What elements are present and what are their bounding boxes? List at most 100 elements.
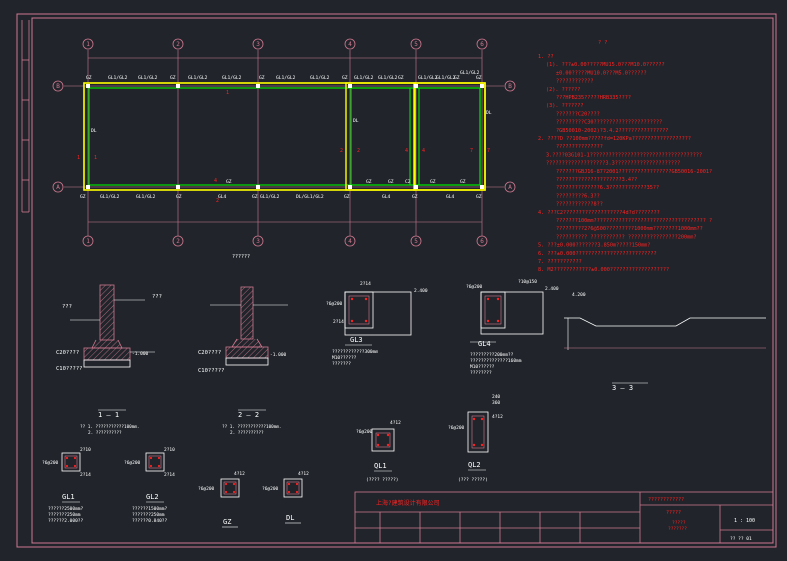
axis-top-3: 3 xyxy=(256,41,260,48)
ql2-sub: (??? ?????) xyxy=(458,477,488,483)
gl3-bar-bot: 2?14 xyxy=(333,319,344,325)
note-line: (2). ?????? xyxy=(546,87,580,93)
gl4-note2: ??????????????160mm xyxy=(470,358,522,364)
plan-mark-2: 1 xyxy=(94,155,97,161)
s2-c20: C20???? xyxy=(198,350,221,356)
gl3-detail xyxy=(344,291,412,346)
gz-bar: 4?12 xyxy=(234,471,245,477)
s1-note2: 2. ?????????? xyxy=(88,430,122,436)
plan-label-top-11: GL1/GL2 xyxy=(354,75,374,81)
note-line: ???HPB235?????HRB335???? xyxy=(556,95,631,101)
ql2-dim1: 240 xyxy=(492,394,500,400)
plan-mark-11: 2 xyxy=(216,198,219,204)
axis-top-5: 5 xyxy=(414,41,418,48)
gl4-bar: ?10@150 xyxy=(518,279,537,285)
gl4-note4: ???????? xyxy=(470,370,492,376)
plan-mark-8: 7 xyxy=(487,148,490,154)
plan-label-top-17: GL1/GL2 xyxy=(460,70,480,76)
plan-label-top-14: GL1/GL2 xyxy=(418,75,438,81)
plan-mark-7: 7 xyxy=(470,148,473,154)
axis-bot-4: 4 xyxy=(348,238,352,245)
plan-mark-1: 1 xyxy=(77,155,80,161)
notes-lines: 1. ??(1). ???±0.00?????MU15.0???M10.0???… xyxy=(538,54,712,273)
ql1-stir: ?6@200 xyxy=(356,429,373,435)
plan-label-gz-mid-6: C2 xyxy=(405,179,411,185)
tb-project: ???????????? xyxy=(648,497,684,503)
gl2-note1: ??????1500mm? xyxy=(132,506,168,512)
plan-label-bot-8: DL/GL1/GL2 xyxy=(296,194,324,200)
plan-label-bot-12: GL4 xyxy=(446,194,455,200)
axis-right-b: B xyxy=(508,83,512,90)
ql2-stir: ?6@200 xyxy=(448,425,465,431)
note-line: 8. M2????????????±0.000?????????????????… xyxy=(538,267,669,273)
axis-right-a: A xyxy=(508,184,512,191)
ql2-dim2: 360 xyxy=(492,400,500,406)
note-line: ????????????8?? xyxy=(556,202,603,208)
s2-top-label: ?????? xyxy=(232,254,250,260)
gl1-note1: ??????2500mm? xyxy=(48,506,84,512)
plan-label-top-10: GZ xyxy=(342,75,348,81)
axis-left-a: A xyxy=(56,184,60,191)
note-line: ?????????2?6@500?????????1000mm????????1… xyxy=(556,226,703,232)
gl1-detail xyxy=(61,452,81,503)
notes-block: ? ? xyxy=(598,40,607,46)
title-block xyxy=(354,491,774,544)
axis-bot-3: 3 xyxy=(256,238,260,245)
note-line: 6. ???±0.000?????????????????????????? xyxy=(538,251,657,257)
dl-title: DL xyxy=(286,514,294,522)
gl1-title: GL1 xyxy=(62,493,75,501)
note-line: ?????????????????????3.4?? xyxy=(556,177,637,183)
note-line: ???????GBJ16-87?2001?????????????????GB5… xyxy=(556,169,712,175)
axis-top-6: 6 xyxy=(480,41,484,48)
plan-mark-5: 4 xyxy=(405,148,408,154)
plan-label-top-2: GL1/GL2 xyxy=(108,75,128,81)
note-line: ??????????????6.3????????????35?? xyxy=(556,185,659,191)
gz-detail xyxy=(220,478,240,528)
plan-label-top-6: GL1/GL2 xyxy=(222,75,242,81)
note-line: ?????????C30?????????????????????? xyxy=(556,120,662,126)
notes-heading: ? ? xyxy=(598,40,607,46)
s2-title: 2 — 2 xyxy=(238,411,259,419)
tb-note-a: ????? xyxy=(672,520,686,526)
plan-label-gz-mid-1: GZ xyxy=(226,179,232,185)
gl3-title: GL3 xyxy=(350,336,363,344)
axis-left-b: B xyxy=(56,83,60,90)
note-line: ???????100mm????????????????????????????… xyxy=(556,218,712,224)
s1-note1: ?? 1. ???????????100mm. xyxy=(80,424,140,430)
ql1-sub: (???? ?????) xyxy=(366,477,399,483)
plan-label-top-8: GL1/GL2 xyxy=(276,75,296,81)
dl-detail xyxy=(283,478,303,524)
note-line: 2. ????D ??100mm?????fd=120KPa??????????… xyxy=(538,136,691,142)
plan-label-bot-4: GZ xyxy=(176,194,182,200)
plan-label-gz-mid-2: GZ xyxy=(366,179,372,185)
plan-label-top-1: GZ xyxy=(86,75,92,81)
note-line: (3). ??????? xyxy=(546,103,583,109)
gl4-note1: ?????????200mm?? xyxy=(470,352,514,358)
note-line: ??????????????? xyxy=(556,144,603,150)
s1-c10: C10????? xyxy=(56,366,83,372)
tb-sheet: ?? ?? 01 xyxy=(730,536,752,542)
s3-elev: 4.200 xyxy=(572,292,586,298)
gl4-elev: 2.400 xyxy=(545,286,559,292)
note-line: ?????????6.3?? xyxy=(556,193,600,199)
plan-label-top-18: GZ xyxy=(476,75,482,81)
axis-bot-1: 1 xyxy=(86,238,90,245)
plan-label-bot-5: GL4 xyxy=(218,194,227,200)
plan-label-bot-10: GL4 xyxy=(382,194,391,200)
plan-label-top-3: GL1/GL2 xyxy=(138,75,158,81)
gl1-note3: ??????2.000?? xyxy=(48,518,84,524)
ql1-title: QL1 xyxy=(374,462,387,470)
s2-c10: C10????? xyxy=(198,368,225,374)
note-line: ?????????? ??????????? ????????????????2… xyxy=(556,234,697,240)
axis-bubbles-bottom xyxy=(82,235,488,247)
plan-label-top-7: GZ xyxy=(259,75,265,81)
note-line: 4. ???C2???????????????????4d?d???????? xyxy=(538,210,660,216)
s1-label-left: ??? xyxy=(62,304,72,310)
plan-label-top-13: GZ xyxy=(398,75,404,81)
gl3-bar-top: 2?14 xyxy=(360,281,371,287)
gz-stir: ?6@200 xyxy=(198,486,215,492)
axis-bot-5: 5 xyxy=(414,238,418,245)
dl-bar: 4?12 xyxy=(298,471,309,477)
plan-label-bot-2: GL1/GL2 xyxy=(100,194,120,200)
